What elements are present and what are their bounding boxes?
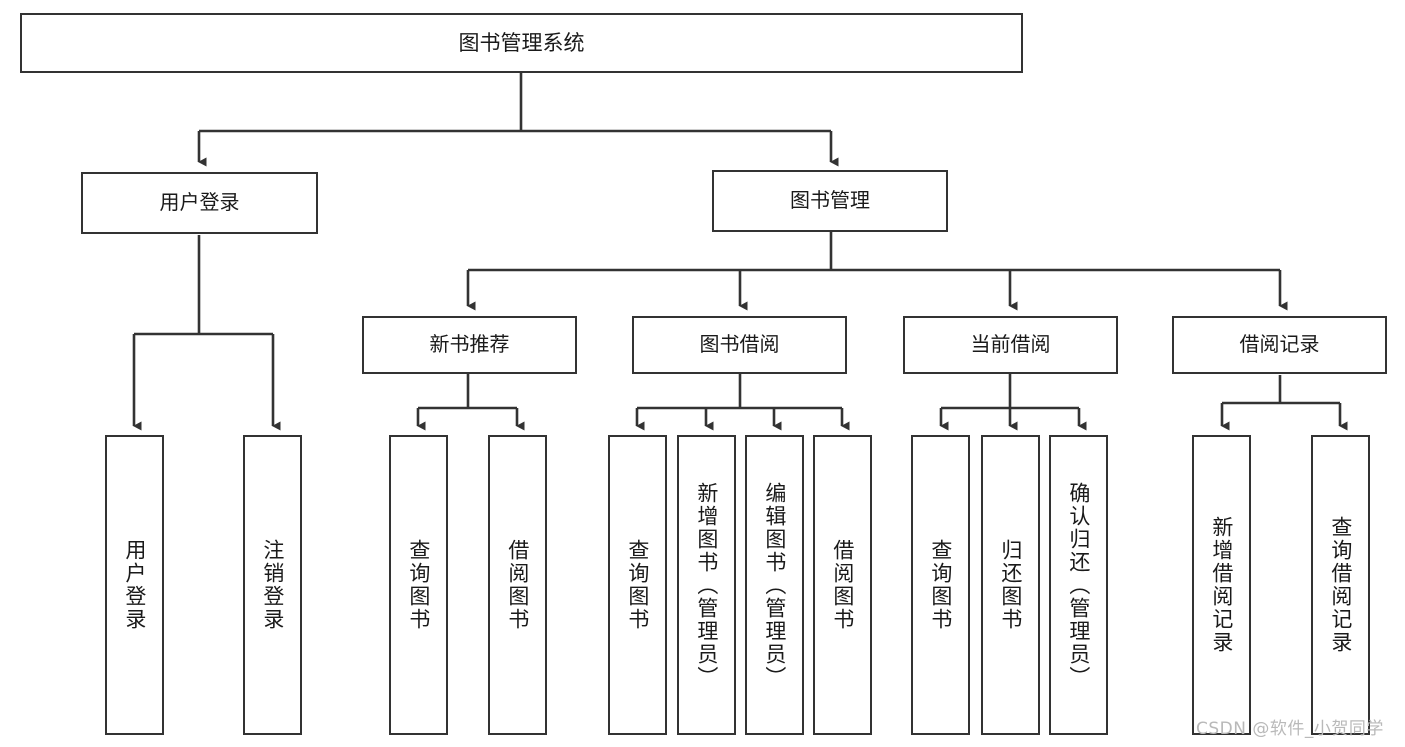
leaf-confirm-return[interactable]: 确认归还（管理员） (1049, 435, 1108, 735)
node-current-borrow-label: 当前借阅 (970, 332, 1051, 357)
leaf-query-book-3-label: 查询图书 (928, 539, 953, 631)
node-root-label: 图书管理系统 (458, 30, 585, 55)
leaf-return-book[interactable]: 归还图书 (981, 435, 1040, 735)
leaf-query-record-label: 查询借阅记录 (1328, 516, 1353, 654)
leaf-borrow-book-2[interactable]: 借阅图书 (813, 435, 872, 735)
node-new-book-recommend[interactable]: 新书推荐 (362, 316, 577, 374)
leaf-query-book-1-label: 查询图书 (406, 539, 431, 631)
leaf-edit-book-label: 编辑图书（管理员） (762, 481, 787, 689)
node-current-borrow[interactable]: 当前借阅 (903, 316, 1118, 374)
node-new-book-recommend-label: 新书推荐 (429, 332, 510, 357)
node-book-manage-label: 图书管理 (790, 188, 870, 213)
leaf-borrow-book-1-label: 借阅图书 (505, 539, 530, 631)
leaf-user-login-label: 用户登录 (122, 539, 147, 631)
node-book-borrow-label: 图书借阅 (699, 332, 780, 357)
leaf-borrow-book-1[interactable]: 借阅图书 (488, 435, 547, 735)
leaf-query-book-2-label: 查询图书 (625, 539, 650, 631)
node-book-borrow[interactable]: 图书借阅 (632, 316, 847, 374)
node-book-manage[interactable]: 图书管理 (712, 170, 948, 232)
leaf-add-record-label: 新增借阅记录 (1209, 516, 1234, 654)
node-borrow-record[interactable]: 借阅记录 (1172, 316, 1387, 374)
leaf-logout[interactable]: 注销登录 (243, 435, 302, 735)
leaf-confirm-return-label: 确认归还（管理员） (1066, 481, 1091, 689)
leaf-query-book-1[interactable]: 查询图书 (389, 435, 448, 735)
leaf-query-record[interactable]: 查询借阅记录 (1311, 435, 1370, 735)
leaf-user-login[interactable]: 用户登录 (105, 435, 164, 735)
leaf-logout-label: 注销登录 (260, 539, 285, 631)
csdn-watermark: CSDN @软件_小贺同学 (1196, 719, 1384, 739)
node-borrow-record-label: 借阅记录 (1239, 332, 1320, 357)
leaf-borrow-book-2-label: 借阅图书 (830, 539, 855, 631)
leaf-query-book-2[interactable]: 查询图书 (608, 435, 667, 735)
node-root[interactable]: 图书管理系统 (20, 13, 1023, 73)
node-user-login[interactable]: 用户登录 (81, 172, 318, 234)
node-user-login-label: 用户登录 (159, 190, 240, 215)
leaf-add-book[interactable]: 新增图书（管理员） (677, 435, 736, 735)
leaf-query-book-3[interactable]: 查询图书 (911, 435, 970, 735)
leaf-add-book-label: 新增图书（管理员） (694, 481, 719, 689)
leaf-edit-book[interactable]: 编辑图书（管理员） (745, 435, 804, 735)
leaf-return-book-label: 归还图书 (998, 539, 1023, 631)
leaf-add-record[interactable]: 新增借阅记录 (1192, 435, 1251, 735)
